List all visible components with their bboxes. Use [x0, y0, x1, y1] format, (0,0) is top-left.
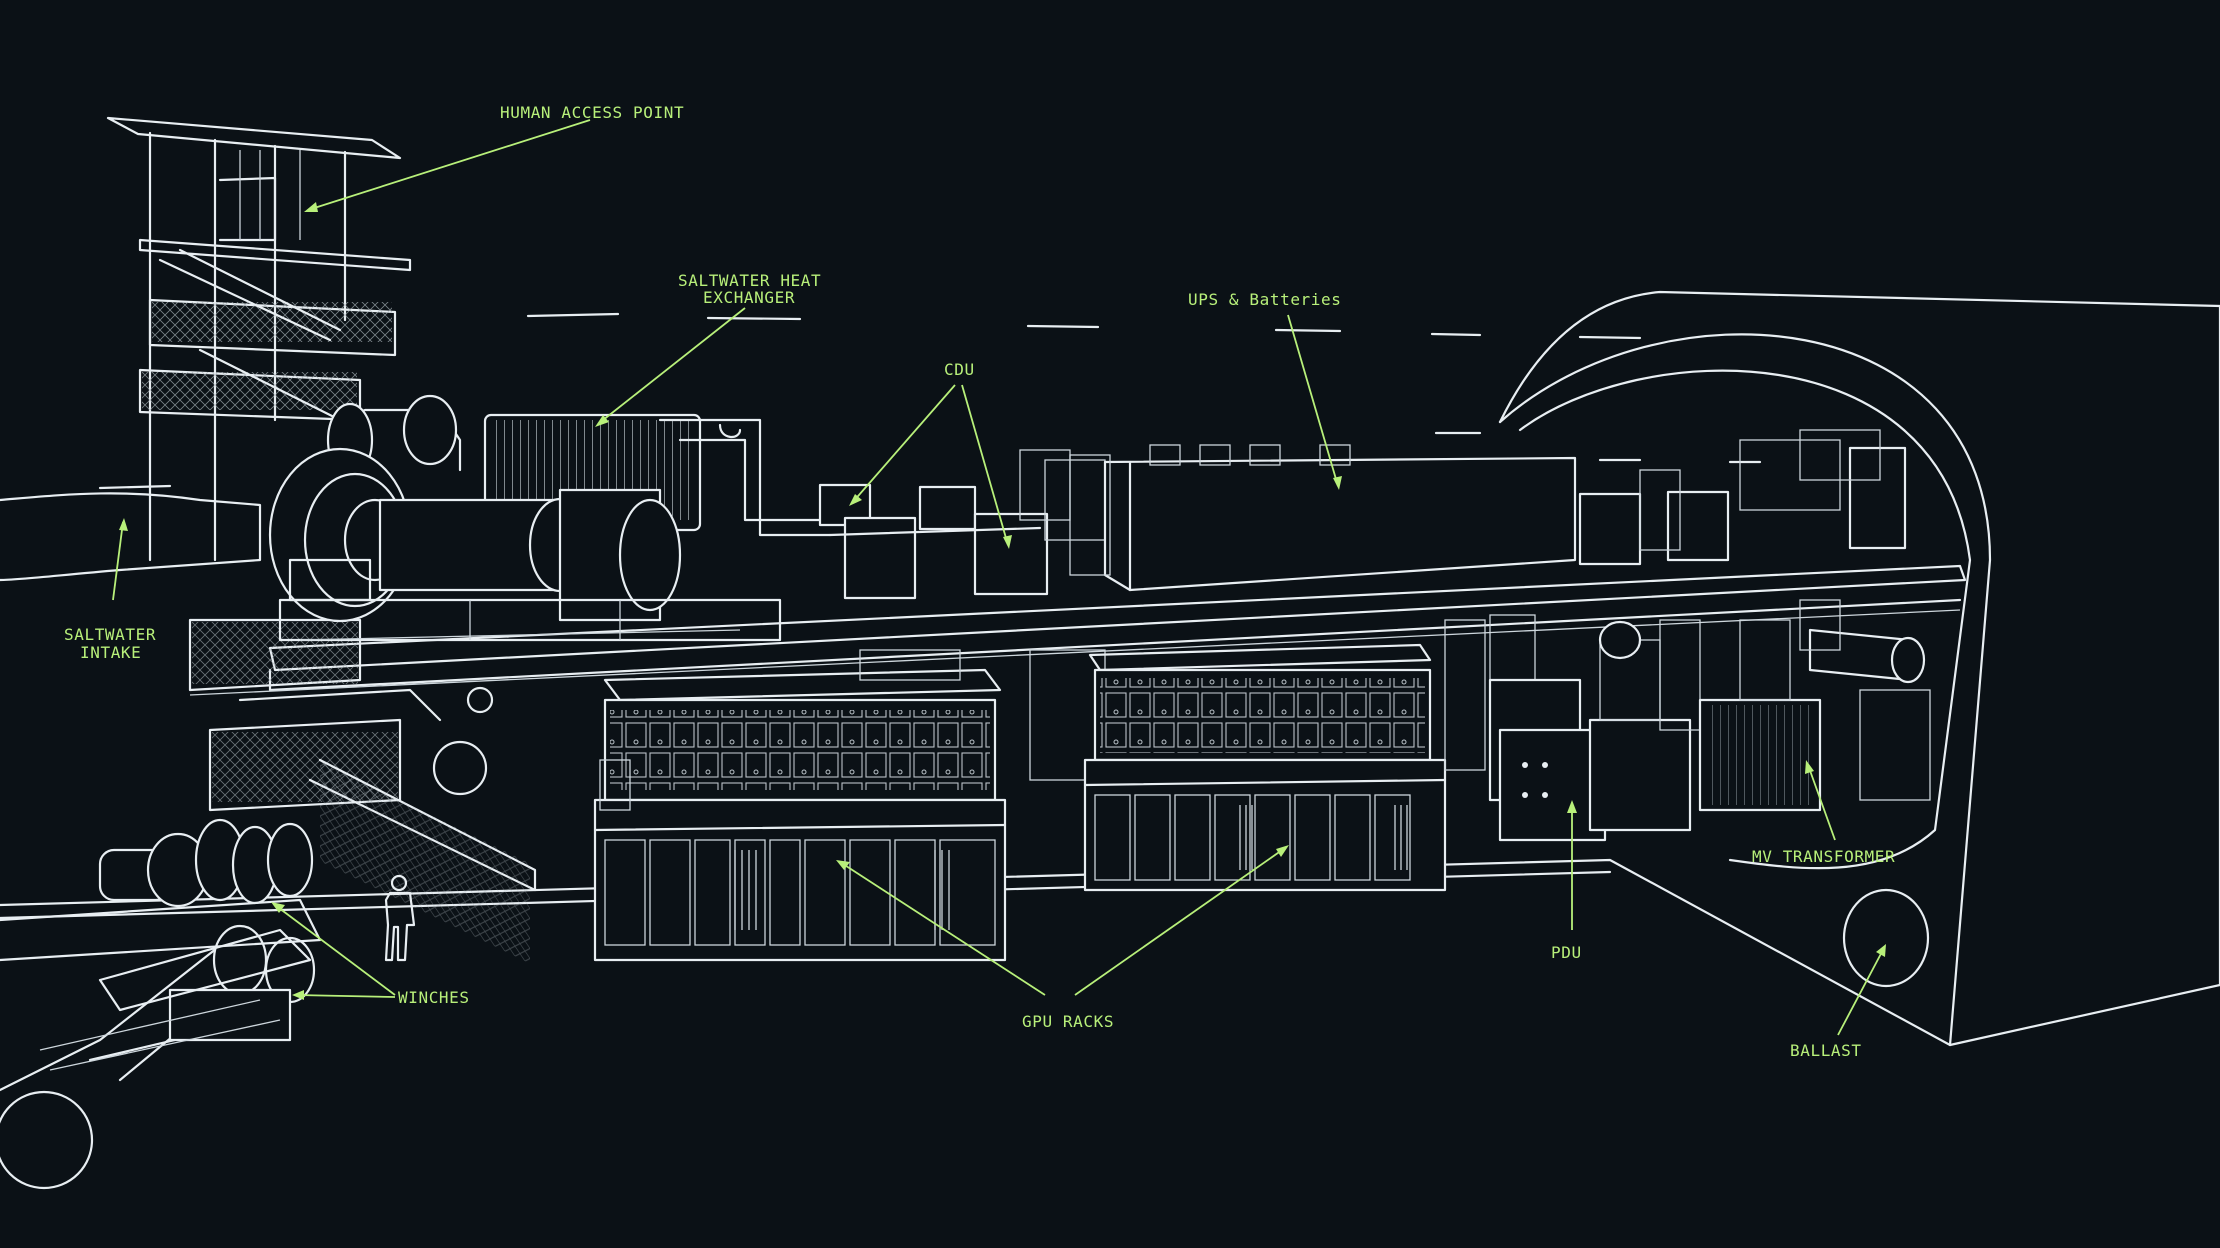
electrical-bay	[1444, 599, 1931, 842]
access-tower	[106, 116, 537, 964]
label-ups-batteries: UPS & Batteries	[1188, 290, 1342, 309]
callout-leaders	[112, 119, 1886, 1036]
cdu-units	[818, 449, 1106, 600]
label-mv-transformer: MV TRANSFORMER	[1752, 847, 1895, 866]
winches	[0, 818, 322, 1071]
label-saltwater-intake-line2: INTAKE	[80, 643, 141, 662]
label-gpu-racks: GPU RACKS	[1022, 1012, 1114, 1031]
ballast-port	[1842, 888, 1930, 988]
hull-top-dashes	[526, 312, 1762, 464]
label-saltwater-heat-exchanger-line1: SALTWATER HEAT	[678, 271, 821, 290]
label-saltwater-intake-line1: SALTWATER	[64, 625, 156, 644]
gpu-rack-right-doors	[1094, 794, 1411, 881]
label-human-access-point: HUMAN ACCESS POINT	[500, 103, 684, 122]
pdu-cabinet	[1498, 728, 1607, 842]
worker-figure	[384, 874, 416, 962]
cdu-unit-2	[973, 512, 1049, 596]
label-saltwater-heat-exchanger-line2: EXCHANGER	[703, 288, 795, 307]
gpu-rack-right	[1029, 643, 1447, 892]
label-ballast: BALLAST	[1790, 1041, 1862, 1060]
callout-labels: HUMAN ACCESS POINT SALTWATER HEAT EXCHAN…	[64, 103, 1895, 1060]
gpu-rack-left	[593, 649, 1007, 962]
label-winches: WINCHES	[398, 988, 470, 1007]
ups-batteries	[1069, 429, 1907, 592]
cdu-unit-1	[843, 516, 917, 600]
label-cdu: CDU	[944, 360, 975, 379]
label-pdu: PDU	[1551, 943, 1582, 962]
hull	[0, 290, 2220, 1190]
heat-exchanger	[268, 394, 832, 642]
